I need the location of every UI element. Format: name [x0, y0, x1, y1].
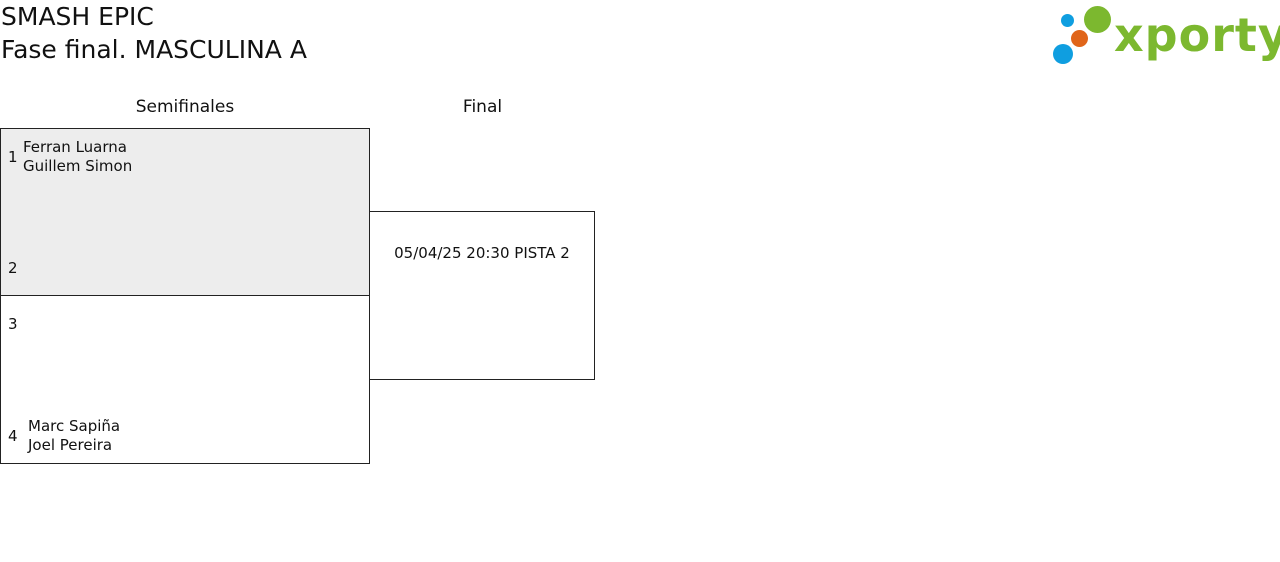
semifinal-match-2[interactable]: 3 4 Marc Sapiña Joel Pereira	[0, 295, 370, 464]
logo-dot-blue-large-icon	[1053, 44, 1073, 64]
player-name: Ferran Luarna	[23, 138, 127, 156]
column-header-semifinales: Semifinales	[135, 97, 235, 117]
column-header-final: Final	[462, 97, 503, 117]
player-name: Marc Sapiña	[28, 417, 121, 435]
player-name: Guillem Simon	[23, 157, 133, 175]
logo-dot-orange-icon	[1071, 30, 1088, 47]
match-schedule: 05/04/25 20:30 PISTA 2	[394, 244, 570, 262]
logo-dot-blue-small-icon	[1061, 14, 1074, 27]
seed-number: 3	[8, 315, 18, 333]
team-entry: Marc Sapiña Joel Pereira	[28, 417, 120, 455]
seed-number: 2	[8, 259, 18, 277]
player-name: Joel Pereira	[28, 436, 113, 454]
team-entry: Ferran Luarna Guillem Simon	[23, 138, 132, 176]
xporty-logo[interactable]: xporty	[1050, 4, 1280, 66]
final-match[interactable]: 05/04/25 20:30 PISTA 2	[369, 211, 595, 380]
seed-number: 1	[8, 148, 18, 166]
phase-title: Fase final. MASCULINA A	[1, 35, 307, 64]
logo-wordmark: xporty	[1114, 8, 1280, 62]
logo-dot-green-icon	[1084, 6, 1111, 33]
semifinal-match-1[interactable]: 1 Ferran Luarna Guillem Simon 2	[0, 128, 370, 296]
tournament-title: SMASH EPIC	[1, 2, 154, 31]
seed-number: 4	[8, 427, 18, 445]
